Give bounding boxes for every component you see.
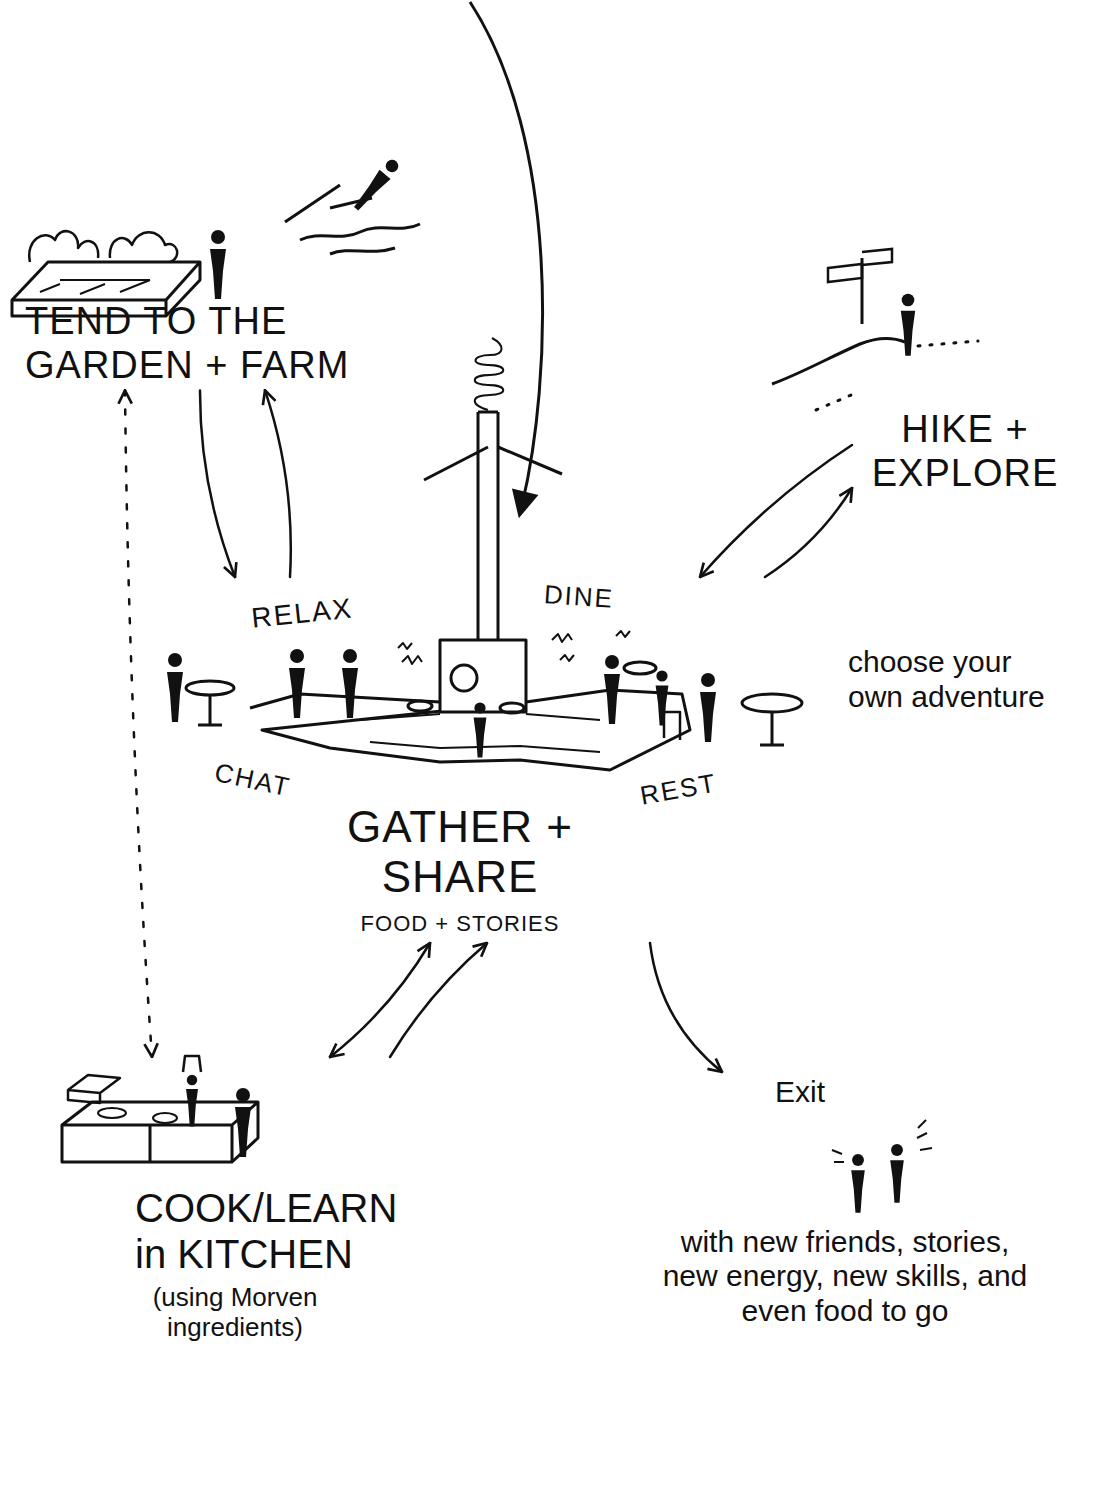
note-label: choose your own adventure [848, 645, 1063, 714]
area-note: (using Morven ingredients) [105, 1283, 365, 1343]
activity-label: CHAT [212, 758, 293, 803]
hill-line [772, 339, 905, 385]
warmth-squiggle [552, 631, 630, 661]
area-heading: COOK/LEARN in KITCHEN [135, 1185, 425, 1277]
water-lines [285, 185, 420, 254]
activity-area: COOK/LEARN in KITCHEN(using Morven ingre… [55, 1060, 475, 1343]
person-figure [289, 649, 305, 718]
smoke-spiral [475, 338, 504, 410]
person-figure [700, 673, 716, 742]
pot [68, 1075, 120, 1103]
area-heading: GATHER + SHARE [300, 802, 620, 903]
area-heading: HIKE + EXPLORE [855, 408, 1075, 495]
flow-arrow [330, 943, 430, 1057]
excitement-ticks [832, 1120, 932, 1162]
activity-label: REST [638, 769, 719, 812]
table [186, 681, 234, 695]
flow-arrow [765, 488, 852, 577]
signpost-signs [828, 249, 892, 282]
table-leg [198, 695, 222, 725]
area-heading: TEND TO THE GARDEN + FARM [25, 300, 405, 387]
person-figure [167, 653, 183, 722]
person-figure [342, 649, 358, 718]
activity-area: TEND TO THE GARDEN + FARM [25, 300, 405, 387]
bowl [153, 1113, 177, 1123]
person-figure [851, 1154, 865, 1213]
chef-hat [183, 1056, 201, 1072]
entry-arrow [470, 2, 543, 505]
person-figure [474, 702, 487, 757]
dashed-flow-arrow [125, 390, 152, 1057]
signpost [772, 249, 978, 410]
flow-arrow [265, 390, 291, 577]
flow-arrow [390, 943, 487, 1057]
area-note: with new friends, stories, new energy, n… [660, 1225, 1030, 1329]
flow-arrow [650, 943, 722, 1072]
gardener-figure [210, 230, 226, 299]
area-heading: Exit [775, 1075, 1030, 1110]
kitchen-counter [62, 1056, 258, 1162]
stool [408, 701, 432, 711]
table-leg [760, 712, 784, 745]
fireplace [440, 640, 526, 712]
garden-rows [40, 280, 150, 294]
chef-figure [186, 1075, 198, 1127]
hiker-figure [901, 294, 915, 356]
trail-dots [918, 341, 978, 346]
activity-label: RELAX [250, 592, 355, 635]
roof [424, 447, 562, 480]
swimmer-figure [351, 157, 402, 214]
activity-area: HIKE + EXPLORE [855, 408, 1075, 495]
person-figure [235, 1088, 251, 1157]
swimmer-waves [285, 185, 420, 254]
table [742, 694, 802, 712]
person-figure [890, 1144, 904, 1203]
flow-arrow [700, 445, 852, 577]
counter-outline [62, 1102, 258, 1162]
trail-dots [816, 392, 858, 410]
activity-label: DINE [543, 580, 615, 615]
gathering-place [186, 338, 802, 770]
stool [500, 703, 524, 713]
chimney [478, 412, 498, 642]
warmth-squiggle [398, 643, 422, 664]
area-note: FOOD + STORIES [361, 911, 560, 936]
central-hub: GATHER + SHARE FOOD + STORIES [140, 580, 780, 940]
bowl [98, 1108, 126, 1118]
fireplace-opening [451, 665, 477, 691]
exit-area: Exit with new friends, stories, new energ… [660, 1075, 1030, 1328]
garden-plants [29, 231, 177, 262]
dish [624, 662, 656, 674]
person-figure [604, 655, 620, 724]
person-figure [656, 670, 669, 725]
flow-arrow [200, 390, 235, 577]
